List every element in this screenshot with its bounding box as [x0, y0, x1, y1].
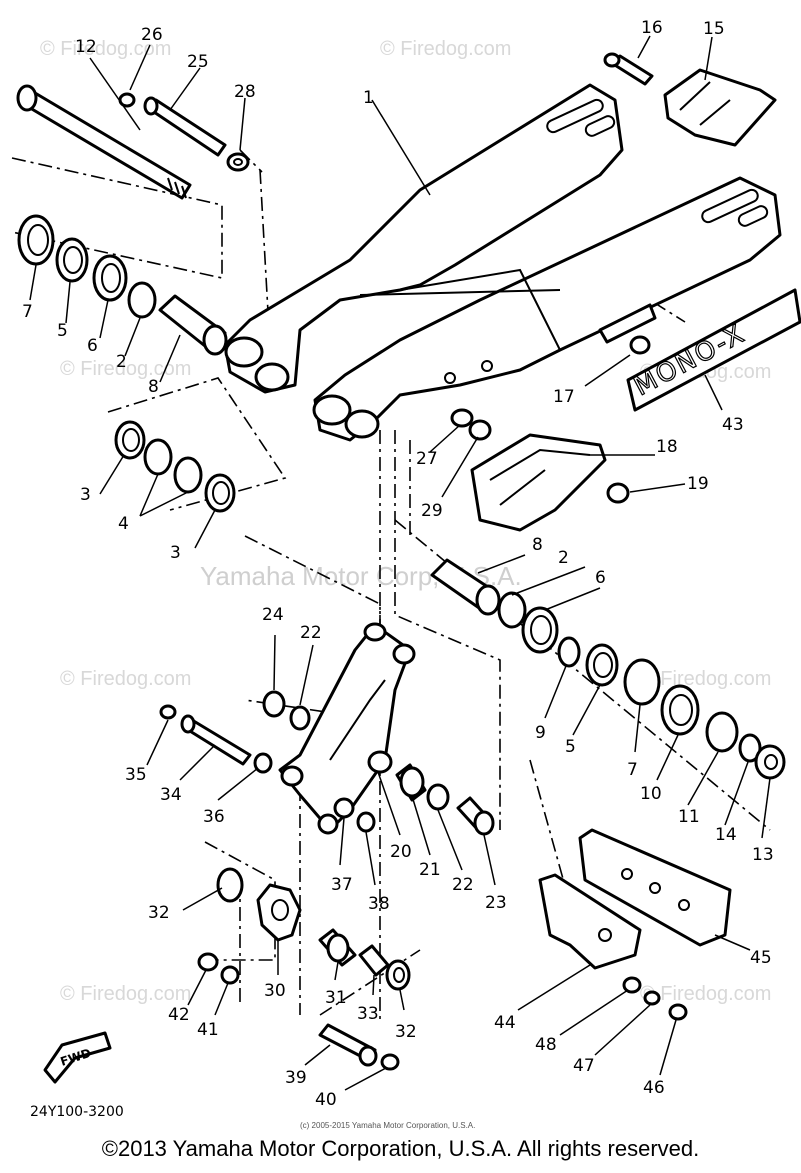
- callout-16: 16: [641, 18, 663, 38]
- callout-45: 45: [750, 948, 772, 968]
- callout-32: 32: [148, 903, 170, 923]
- callout-8: 8: [532, 535, 543, 555]
- watermark: © Firedog.com: [40, 38, 171, 60]
- callout-22: 22: [300, 623, 322, 643]
- pivot-bearings-left: [17, 214, 228, 356]
- callout-22: 22: [452, 875, 474, 895]
- callout-32: 32: [395, 1022, 417, 1042]
- watermark: © Firedog.com: [60, 983, 191, 1005]
- watermark: © Firedog.com: [60, 668, 191, 690]
- connecting-rod: [216, 867, 411, 991]
- callout-17: 17: [553, 387, 575, 407]
- callout-26: 26: [141, 25, 163, 45]
- chain-guide-top: [603, 52, 777, 147]
- callout-27: 27: [416, 449, 438, 469]
- watermark: © Firedog.com: [640, 983, 771, 1005]
- callout-29: 29: [421, 501, 443, 521]
- bolt-17: [629, 335, 651, 355]
- callout-31: 31: [325, 988, 347, 1008]
- callout-38: 38: [368, 894, 390, 914]
- callout-7: 7: [627, 760, 638, 780]
- callout-39: 39: [285, 1068, 307, 1088]
- chain-guide-lower: [450, 408, 630, 532]
- chain-brackets: [538, 828, 732, 1021]
- relay-bolt: [159, 704, 273, 774]
- bearings-lower-left: [114, 420, 236, 513]
- callout-48: 48: [535, 1035, 557, 1055]
- relay-arm: [278, 622, 416, 835]
- callout-43: 43: [722, 415, 744, 435]
- callout-1: 1: [363, 88, 374, 108]
- callout-12: 12: [75, 37, 97, 57]
- rod-bolt: [197, 952, 400, 1071]
- pivot-bearings-right: [430, 558, 786, 780]
- diagram-code: 24Y100-3200: [30, 1104, 124, 1120]
- callout-5: 5: [57, 321, 68, 341]
- callout-47: 47: [573, 1056, 595, 1076]
- callout-15: 15: [703, 19, 725, 39]
- watermark: © Firedog.com: [640, 668, 771, 690]
- callout-23: 23: [485, 893, 507, 913]
- callout-labels: 1 2 2 3 3 4 5 5 6 6 7 7 8 8 9 10 11 12 1…: [22, 18, 774, 1110]
- callout-11: 11: [678, 807, 700, 827]
- callout-3: 3: [80, 485, 91, 505]
- watermark: © Firedog.com: [60, 358, 191, 380]
- swingarm: [223, 83, 782, 442]
- callout-44: 44: [494, 1013, 516, 1033]
- callout-13: 13: [752, 845, 774, 865]
- callout-36: 36: [203, 807, 225, 827]
- callout-24: 24: [262, 605, 284, 625]
- callout-37: 37: [331, 875, 353, 895]
- callout-19: 19: [687, 474, 709, 494]
- copyright-footer: ©2013 Yamaha Motor Corporation, U.S.A. A…: [101, 1136, 700, 1161]
- callout-41: 41: [197, 1020, 219, 1040]
- callout-2: 2: [116, 352, 127, 372]
- callout-2: 2: [558, 548, 569, 568]
- callout-35: 35: [125, 765, 147, 785]
- callout-18: 18: [656, 437, 678, 457]
- callout-30: 30: [264, 981, 286, 1001]
- callout-28: 28: [234, 82, 256, 102]
- leader-lines: [29, 35, 771, 1091]
- callout-46: 46: [643, 1078, 665, 1098]
- callout-6: 6: [87, 336, 98, 356]
- callout-20: 20: [390, 842, 412, 862]
- forward-arrow: FWD: [43, 1031, 112, 1084]
- callout-8: 8: [148, 377, 159, 397]
- callout-21: 21: [419, 860, 441, 880]
- callout-33: 33: [357, 1004, 379, 1024]
- callout-42: 42: [168, 1005, 190, 1025]
- callout-10: 10: [640, 784, 662, 804]
- callout-6: 6: [595, 568, 606, 588]
- callout-40: 40: [315, 1090, 337, 1110]
- callout-9: 9: [535, 723, 546, 743]
- small-copyright: (c) 2005-2015 Yamaha Motor Corporation, …: [300, 1121, 475, 1130]
- callout-7: 7: [22, 302, 33, 322]
- callout-5: 5: [565, 737, 576, 757]
- pivot-shaft: [16, 84, 192, 200]
- callout-14: 14: [715, 825, 737, 845]
- callout-4: 4: [118, 514, 129, 534]
- callout-25: 25: [187, 52, 209, 72]
- relay-collars: [262, 690, 495, 836]
- callout-34: 34: [160, 785, 182, 805]
- callout-3: 3: [170, 543, 181, 563]
- watermark: © Firedog.com: [380, 38, 511, 60]
